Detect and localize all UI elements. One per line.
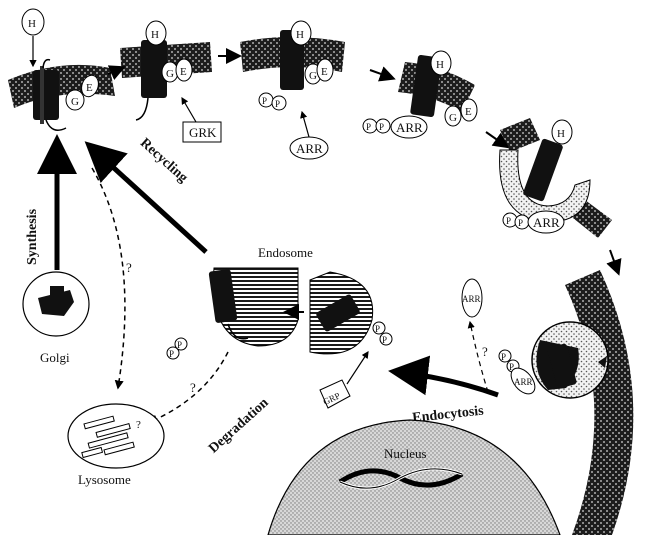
golgi-label: Golgi <box>40 350 70 365</box>
hormone-free: H <box>21 8 45 68</box>
g-protein-1 <box>65 89 85 111</box>
svg-text:P: P <box>262 96 267 106</box>
endocytosis-label: Endocytosis <box>412 404 485 426</box>
svg-text:P: P <box>509 362 514 372</box>
receptor-1: G E <box>33 58 99 131</box>
svg-text:G: G <box>71 96 79 108</box>
step-arrow-3 <box>369 66 396 82</box>
receptor-4: H G E P P ARR <box>362 50 478 139</box>
nucleus: Nucleus <box>267 419 561 535</box>
svg-text:P: P <box>518 218 523 228</box>
svg-text:G: G <box>449 112 457 124</box>
svg-text:P: P <box>177 340 182 350</box>
svg-text:P: P <box>379 122 384 132</box>
degradation-question: ? <box>190 380 196 395</box>
lysosome-label: Lysosome <box>78 472 131 487</box>
degradation-label: Degradation <box>206 395 272 456</box>
golgi: Golgi <box>22 271 90 365</box>
nucleus-label: Nucleus <box>384 446 427 461</box>
step-arrow-5 <box>606 249 622 276</box>
svg-text:?: ? <box>482 344 488 359</box>
recycling-label: Recycling <box>137 136 190 186</box>
svg-text:P: P <box>382 335 387 345</box>
coated-vesicle: P P ARR <box>498 321 609 399</box>
recycling-arrow <box>84 141 208 254</box>
svg-text:ARR: ARR <box>514 377 533 387</box>
svg-text:ARR: ARR <box>396 120 423 135</box>
effector-1 <box>81 74 99 98</box>
step-arrow-1 <box>107 65 126 81</box>
svg-text:?: ? <box>136 419 141 431</box>
svg-text:E: E <box>180 66 187 78</box>
endocytosis-arrow <box>388 355 499 398</box>
receptor-2: H G E <box>135 20 193 121</box>
svg-text:P: P <box>375 324 380 334</box>
svg-text:H: H <box>151 29 159 41</box>
svg-text:P: P <box>506 216 511 226</box>
svg-text:P: P <box>501 352 506 362</box>
step-arrow-4 <box>485 131 510 149</box>
synthesis-question: ? <box>126 260 132 275</box>
svg-text:H: H <box>557 128 565 140</box>
arr-label-1: ARR <box>289 110 329 160</box>
svg-text:ARR: ARR <box>533 215 560 230</box>
coated-pit: H P P ARR <box>499 119 591 234</box>
degradation-arrow <box>148 351 229 424</box>
svg-text:H: H <box>436 59 444 71</box>
endosome: Endosome P P P P <box>166 245 393 360</box>
svg-text:H: H <box>296 29 304 41</box>
endosome-label: Endosome <box>258 245 313 260</box>
svg-text:P: P <box>275 99 280 109</box>
svg-text:ARR: ARR <box>462 294 481 304</box>
svg-text:P: P <box>169 349 174 359</box>
svg-text:ARR: ARR <box>296 141 323 156</box>
arr-released: ARR ? <box>461 278 489 393</box>
svg-text:H: H <box>28 18 36 30</box>
grp-label-box: GRP <box>319 350 369 409</box>
svg-text:G: G <box>309 70 317 82</box>
svg-text:E: E <box>86 82 93 94</box>
svg-text:E: E <box>465 106 472 118</box>
svg-text:GRK: GRK <box>189 125 217 140</box>
svg-text:G: G <box>166 68 174 80</box>
lysosome: ? Lysosome <box>67 403 165 487</box>
svg-text:P: P <box>366 122 371 132</box>
synthesis-to-lysosome-arrow <box>91 167 126 390</box>
svg-text:E: E <box>321 66 328 78</box>
synthesis-label: Synthesis <box>25 208 40 265</box>
grk-label-box: GRK <box>181 96 222 143</box>
receptor-3: H G E P P <box>258 20 334 111</box>
